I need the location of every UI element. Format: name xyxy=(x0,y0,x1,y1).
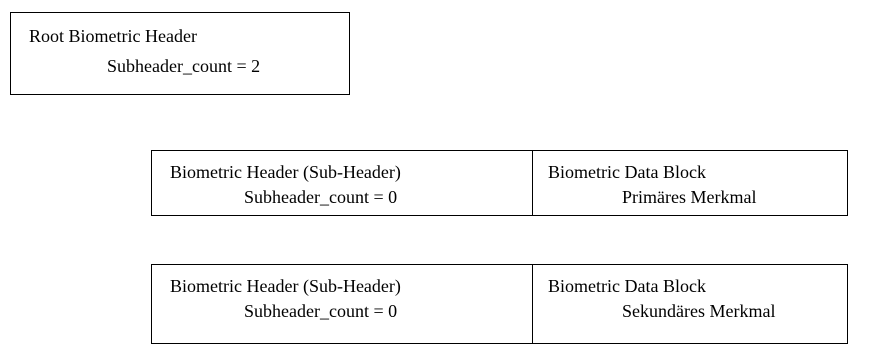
sub-header-subheader-count: Subheader_count = 0 xyxy=(244,187,398,207)
secondary-feature-row: Biometric Header (Sub-Header) Subheader_… xyxy=(151,264,848,344)
root-header-subheader-count: Subheader_count = 2 xyxy=(107,56,261,76)
sub-header-subheader-count: Subheader_count = 0 xyxy=(244,301,398,321)
sub-header-title: Biometric Header (Sub-Header) xyxy=(170,162,401,182)
primary-feature-row: Biometric Header (Sub-Header) Subheader_… xyxy=(151,150,848,216)
root-header-title: Root Biometric Header xyxy=(29,26,197,46)
cell-divider xyxy=(532,265,533,343)
sub-header-title: Biometric Header (Sub-Header) xyxy=(170,276,401,296)
data-block-title: Biometric Data Block xyxy=(548,162,706,182)
root-biometric-header-box: Root Biometric Header Subheader_count = … xyxy=(10,12,350,95)
cell-divider xyxy=(532,151,533,215)
data-block-feature: Sekundäres Merkmal xyxy=(622,301,776,321)
data-block-feature: Primäres Merkmal xyxy=(622,187,757,207)
data-block-title: Biometric Data Block xyxy=(548,276,706,296)
